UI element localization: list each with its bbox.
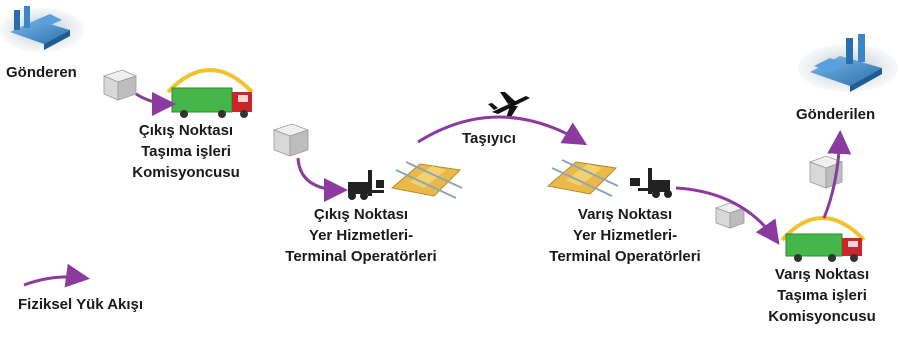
origin-truck-icon [166, 68, 254, 118]
origin-forwarder-line-3: Komisyoncusu [132, 164, 240, 181]
sender-label: Gönderen [6, 64, 77, 81]
origin-terminal-line-1: Çıkış Noktası [313, 206, 409, 223]
origin-forwarder-label: Çıkış Noktası Taşıma işleri Komisyoncusu [106, 120, 266, 183]
origin-terminal-icon [348, 161, 463, 200]
destination-terminal-line-3: Terminal Operatörleri [549, 248, 701, 265]
flow-arrow-carrier [417, 115, 588, 146]
destination-terminal-icon [546, 159, 672, 198]
receiver-label: Gönderilen [796, 106, 876, 123]
airplane-icon [488, 92, 530, 118]
destination-truck-icon [780, 216, 866, 262]
destination-forwarder-line-3: Komisyoncusu [768, 308, 876, 325]
cargo-box-icon-2 [272, 123, 310, 157]
flow-arrow-forwarder-to-terminal [296, 157, 348, 202]
destination-terminal-label: Varış Noktası Yer Hizmetleri- Terminal O… [510, 204, 740, 267]
origin-forwarder-line-1: Çıkış Noktası [138, 122, 234, 139]
carrier-label: Taşıyıcı [462, 130, 516, 147]
receiver-factory-icon [798, 34, 898, 92]
flow-arrows [23, 91, 852, 288]
destination-terminal-line-1: Varış Noktası [577, 206, 673, 223]
destination-forwarder-line-1: Varış Noktası [774, 266, 870, 283]
origin-terminal-line-3: Terminal Operatörleri [285, 248, 437, 265]
flow-arrow-forwarder-to-receiver [822, 130, 852, 219]
destination-forwarder-line-2: Taşıma işleri [777, 287, 867, 304]
sender-factory-icon [0, 6, 84, 52]
cargo-box-icon-1 [102, 69, 138, 101]
origin-forwarder-line-2: Taşıma işleri [141, 143, 231, 160]
flow-arrow-terminal-to-forwarder [675, 186, 780, 245]
legend-label: Fiziksel Yük Akışı [18, 296, 144, 313]
origin-terminal-label: Çıkış Noktası Yer Hizmetleri- Terminal O… [246, 204, 476, 267]
origin-terminal-line-2: Yer Hizmetleri- [308, 227, 414, 244]
legend-arrow [23, 263, 90, 288]
destination-terminal-line-2: Yer Hizmetleri- [572, 227, 678, 244]
flow-arrow-sender-to-forwarder [135, 91, 176, 116]
destination-forwarder-label: Varış Noktası Taşıma işleri Komisyoncusu [748, 264, 896, 327]
